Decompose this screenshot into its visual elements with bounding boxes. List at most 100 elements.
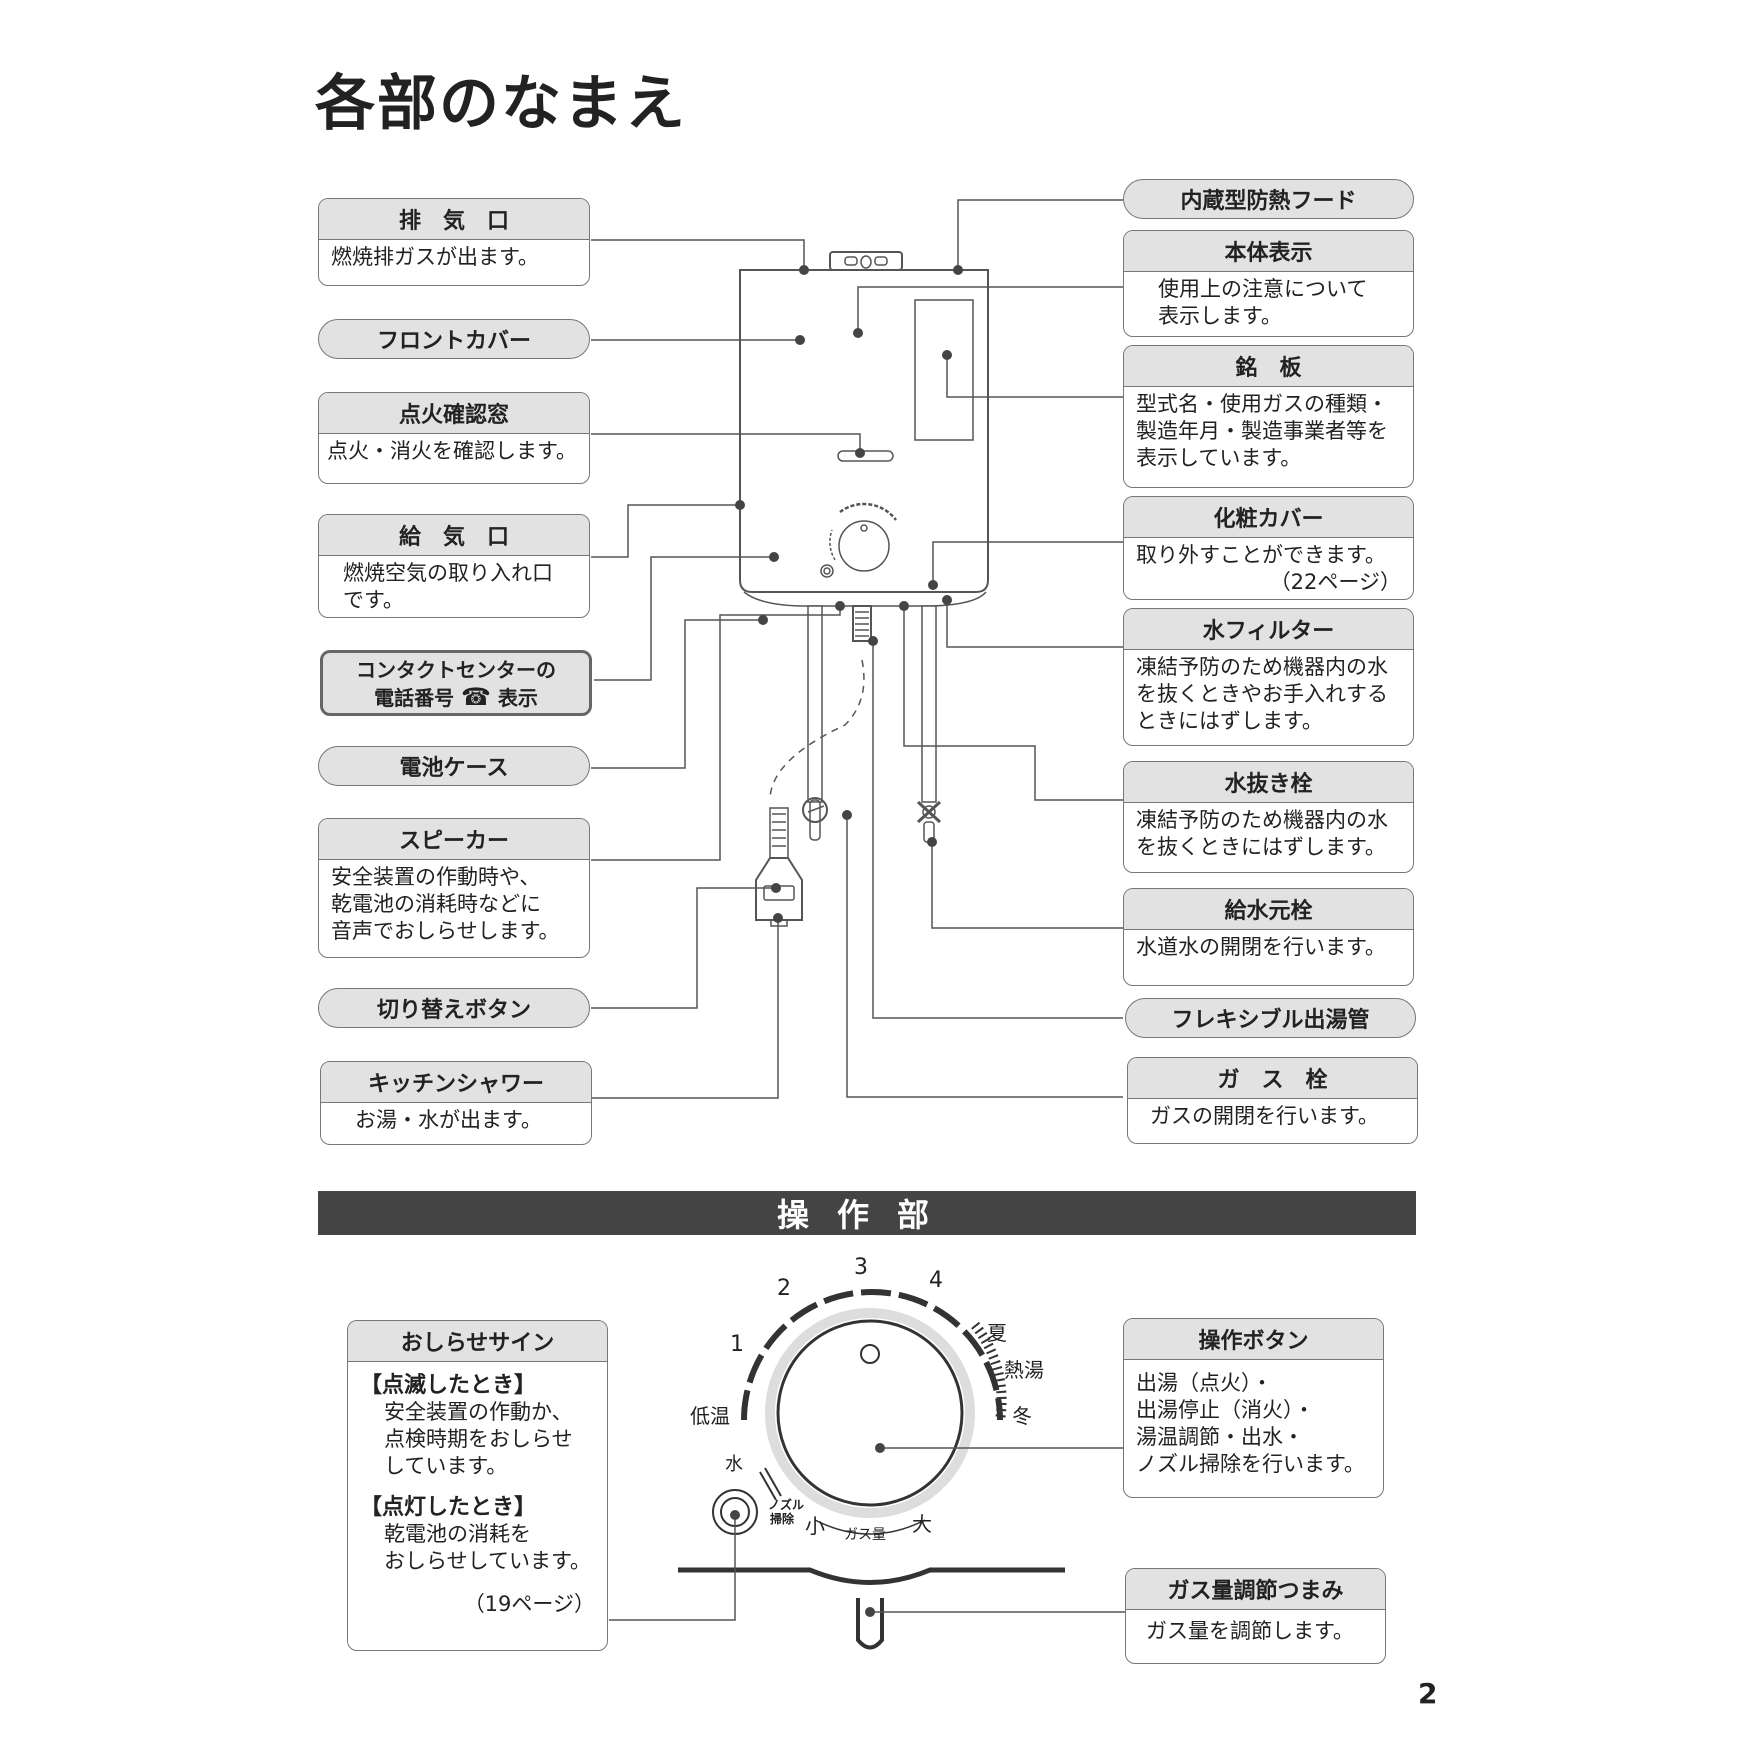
page-number: 2 [1418,1677,1438,1710]
ignition-window-label: 点火確認窓 点火・消火を確認します。 [318,392,590,484]
front-cover-label: フロントカバー [318,319,590,359]
operation-button-desc-1: 出湯（点火）・ [1136,1371,1273,1395]
water-filter-desc-3: ときにはずします。 [1136,709,1323,733]
unit-dial [838,520,890,572]
gas-knob-label: ガス量調節つまみ ガス量を調節します。 [1125,1568,1386,1664]
exhaust-port-desc: 燃焼排ガスが出ます。 [331,245,539,269]
dial-1-label: 1 [730,1332,744,1357]
drain-plug-label: 水抜き栓 凍結予防のため機器内の水 を抜くときにはずします。 [1123,761,1414,873]
decorative-cover-label: 化粧カバー 取り外すことができます。 （22ページ） [1123,496,1414,600]
nameplate-label: 銘 板 型式名・使用ガスの種類・ 製造年月・製造事業者等を 表示しています。 [1123,345,1414,488]
decorative-cover-desc: 取り外すことができます。 [1136,543,1386,567]
gas-large-label: 大 [912,1512,932,1536]
gas-small-label: 小 [805,1514,825,1538]
intake-port-desc-1: 燃焼空気の取り入れ口 [343,561,553,585]
notice-page-ref: （19ページ） [463,1592,595,1616]
speaker-title: スピーカー [319,819,589,860]
operation-button-desc-4: ノズル掃除を行います。 [1136,1452,1365,1476]
drain-plug-desc-2: を抜くときにはずします。 [1136,835,1386,859]
intake-port-desc-2: です。 [343,588,404,612]
phone-icon: ☎ [461,683,491,711]
temperature-arc [741,1289,1003,1421]
notice-blink-heading: 【点滅したとき】 [360,1373,537,1398]
dial-3-label: 3 [854,1255,868,1280]
gas-amount-label: ガス量 [844,1527,886,1543]
drain-plug-desc-1: 凍結予防のため機器内の水 [1136,808,1388,832]
ignition-window-desc: 点火・消火を確認します。 [327,439,577,463]
water-filter-label: 水フィルター 凍結予防のため機器内の水 を抜くときやお手入れする ときにはずしま… [1123,608,1414,746]
nameplate-desc-2: 製造年月・製造事業者等を [1136,419,1388,443]
dial-2-label: 2 [777,1276,791,1301]
notice-blink-desc-1: 安全装置の作動か、 [384,1400,573,1424]
nameplate-desc-3: 表示しています。 [1136,446,1302,470]
kitchen-shower-label: キッチンシャワー お湯・水が出ます。 [320,1061,592,1145]
nameplate-desc-1: 型式名・使用ガスの種類・ [1136,392,1388,416]
operation-section-header: 操作部 [318,1191,1416,1235]
gas-cock-title: ガ ス 栓 [1128,1058,1417,1099]
water-filter-desc-1: 凍結予防のため機器内の水 [1136,655,1388,679]
exhaust-port-title: 排 気 口 [319,199,589,240]
unit-display-title: 本体表示 [1124,231,1413,272]
gas-knob-shape [856,1598,884,1650]
ignition-window-shape [837,450,894,462]
gas-knob-desc: ガス量を調節します。 [1146,1619,1354,1643]
notice-blink-desc-2: 点検時期をおしらせ [384,1427,573,1451]
operation-button-desc-2: 出湯停止（消火）・ [1136,1398,1315,1422]
contact-center-line2a: 電話番号 [374,686,455,710]
gas-cock-label: ガ ス 栓 ガスの開閉を行います。 [1127,1057,1418,1144]
notice-sign-title: おしらせサイン [348,1321,607,1362]
contact-center-label: コンタクトセンターの 電話番号 ☎ 表示 [320,650,592,716]
dial-nozzle-label: ノズル [768,1498,805,1512]
switch-button-label: 切り替えボタン [318,988,590,1028]
water-supply-valve-label: 給水元栓 水道水の開閉を行います。 [1123,888,1414,986]
nameplate-title: 銘 板 [1124,346,1413,387]
dial-winter-label: 冬 [1012,1404,1032,1428]
intake-port-title: 給 気 口 [319,515,589,556]
contact-center-line2b: 表示 [497,686,538,710]
operation-button-shape [776,1319,964,1507]
water-filter-desc-2: を抜くときやお手入れする [1136,682,1388,706]
page-title: 各部のなまえ [315,69,687,139]
dial-clean-label: 掃除 [770,1512,795,1526]
dial-hot-label: 熱湯 [1004,1358,1044,1382]
dial-water-label: 水 [725,1454,743,1475]
gas-cock-desc: ガスの開閉を行います。 [1150,1104,1379,1128]
kitchen-shower-desc: お湯・水が出ます。 [355,1108,542,1132]
speaker-desc-1: 安全装置の作動時や、 [331,865,541,889]
kitchen-shower-title: キッチンシャワー [321,1062,591,1103]
operation-button-desc-3: 湯温調節・出水・ [1136,1425,1304,1449]
intake-port-label: 給 気 口 燃焼空気の取り入れ口 です。 [318,514,590,618]
operation-button-label: 操作ボタン 出湯（点火）・ 出湯停止（消火）・ 湯温調節・出水・ ノズル掃除を行… [1123,1318,1384,1498]
heater-body [739,269,989,593]
notice-blink-desc-3: しています。 [384,1454,508,1478]
water-filter-title: 水フィルター [1124,609,1413,650]
battery-case-label: 電池ケース [318,746,590,786]
dial-summer-label: 夏 [987,1321,1007,1345]
water-valve-shape [916,800,942,824]
operation-button-title: 操作ボタン [1124,1319,1383,1360]
kitchen-shower-head [755,857,803,921]
water-supply-valve-desc: 水道水の開閉を行います。 [1136,935,1386,959]
flexible-hose [852,605,872,642]
unit-display-label: 本体表示 使用上の注意について 表示します。 [1123,230,1414,337]
notice-lit-desc-2: おしらせしています。 [384,1549,591,1573]
decorative-cover-page-ref: （22ページ） [1269,570,1401,594]
gas-knob-title: ガス量調節つまみ [1126,1569,1385,1610]
notice-sign-label: おしらせサイン 【点滅したとき】 安全装置の作動か、 点検時期をおしらせ してい… [347,1320,608,1651]
speaker-desc-3: 音声でおしらせします。 [331,919,560,943]
notice-lit-heading: 【点灯したとき】 [360,1495,537,1520]
speaker-label: スピーカー 安全装置の作動時や、 乾電池の消耗時などに 音声でおしらせします。 [318,818,590,958]
exhaust-port-label: 排 気 口 燃焼排ガスが出ます。 [318,198,590,286]
water-supply-valve-title: 給水元栓 [1124,889,1413,930]
flexible-pipe-label: フレキシブル出湯管 [1125,998,1416,1038]
unit-display-desc-1: 使用上の注意について [1158,277,1368,301]
dial-low-temp-label: 低温 [690,1404,730,1428]
ignition-window-title: 点火確認窓 [319,393,589,434]
contact-center-line1: コンタクトセンターの [356,658,556,682]
unit-display-desc-2: 表示します。 [1158,304,1282,328]
dial-4-label: 4 [929,1268,943,1293]
heater-top-bracket [829,251,903,271]
drain-plug-title: 水抜き栓 [1124,762,1413,803]
notice-lit-desc-1: 乾電池の消耗を [384,1522,531,1546]
